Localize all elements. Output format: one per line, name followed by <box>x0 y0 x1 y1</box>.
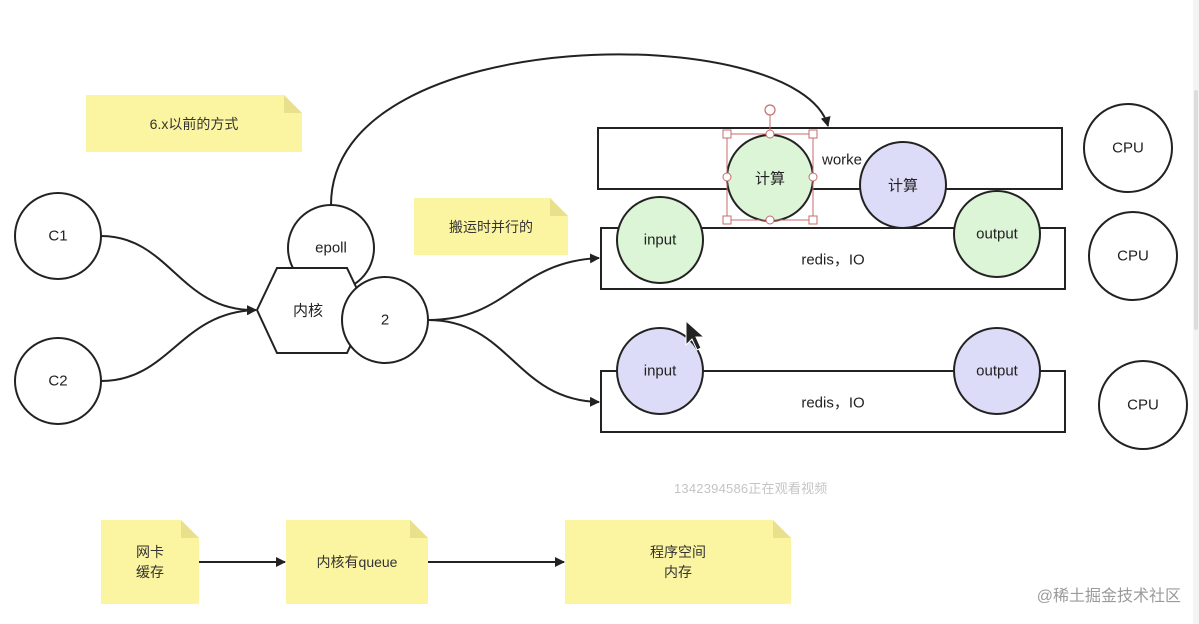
connect-handle-left[interactable] <box>722 172 732 182</box>
selection-box[interactable] <box>722 104 818 225</box>
edge-threads-io2 <box>427 319 600 407</box>
io-row-2-label: redis，IO <box>801 394 865 412</box>
site-credit: @稀土掘金技术社区 <box>1036 588 1181 605</box>
resize-handle-tr[interactable] <box>808 129 818 139</box>
io-row-1-output-node <box>953 190 1041 278</box>
note-parallel-text: 搬运时并行的 <box>449 218 533 235</box>
cpu-3-label: CPU <box>1127 396 1159 414</box>
threads-label: 2 <box>380 311 390 329</box>
cpu-node-3 <box>1098 360 1188 450</box>
note-program-space-line1: 程序空间 <box>650 544 706 560</box>
client-c1-node <box>14 192 102 280</box>
worker-box <box>597 127 1063 190</box>
connect-handle-top[interactable] <box>765 129 775 139</box>
rotate-handle[interactable] <box>764 104 776 116</box>
note-old-way: 6.x以前的方式 <box>86 95 302 152</box>
worker-label: worke <box>821 151 863 169</box>
epoll-label: epoll <box>315 239 347 257</box>
viewer-watermark: 1342394586正在观看视频 <box>674 481 828 496</box>
cpu-2-label: CPU <box>1117 247 1149 265</box>
note-kernel-queue-text: 内核有queue <box>316 554 398 570</box>
io-row-1-input-label: input <box>643 231 677 249</box>
edge-c2-kernel <box>100 305 257 382</box>
note-old-way-text: 6.x以前的方式 <box>149 115 239 132</box>
io-row-2-input-label: input <box>643 362 677 380</box>
client-c2-node <box>14 337 102 425</box>
threads-node <box>341 276 429 364</box>
io-row-1-label: redis，IO <box>801 251 865 269</box>
note-kernel-queue: 内核有queue <box>286 520 428 604</box>
cpu-node-2 <box>1088 211 1178 301</box>
client-c2-label: C2 <box>48 372 68 390</box>
scrollbar-thumb[interactable] <box>1194 90 1198 330</box>
note-program-space-line2: 内存 <box>664 564 692 580</box>
io-row-2-output-node <box>953 327 1041 415</box>
edge-epoll-worker <box>330 53 831 206</box>
io-row-2-input-node <box>616 327 704 415</box>
resize-handle-tl[interactable] <box>722 129 732 139</box>
compute-1-label: 计算 <box>754 170 786 188</box>
cpu-node-1 <box>1083 103 1173 193</box>
compute-node-2 <box>859 141 947 229</box>
note-nic-buffer-line2: 缓存 <box>136 564 164 580</box>
note-parallel: 搬运时并行的 <box>414 198 568 255</box>
vertical-scrollbar[interactable] <box>1193 0 1199 624</box>
note-program-space: 程序空间 内存 <box>565 520 791 604</box>
edge-c1-kernel <box>100 235 257 316</box>
compute-2-label: 计算 <box>887 177 919 195</box>
io-row-2-output-label: output <box>976 362 1018 380</box>
resize-handle-br[interactable] <box>808 215 818 225</box>
connect-handle-right[interactable] <box>808 172 818 182</box>
io-row-1-input-node <box>616 196 704 284</box>
note-nic-buffer-line1: 网卡 <box>136 544 164 560</box>
kernel-hexagon <box>255 267 369 354</box>
edge-threads-io1 <box>427 253 600 321</box>
io-row-1-output-label: output <box>976 225 1018 243</box>
resize-handle-bl[interactable] <box>722 215 732 225</box>
cpu-1-label: CPU <box>1112 139 1144 157</box>
kernel-label: 内核 <box>292 302 324 320</box>
client-c1-label: C1 <box>48 227 68 245</box>
mouse-cursor-icon <box>685 319 706 351</box>
connect-handle-bottom[interactable] <box>765 215 775 225</box>
